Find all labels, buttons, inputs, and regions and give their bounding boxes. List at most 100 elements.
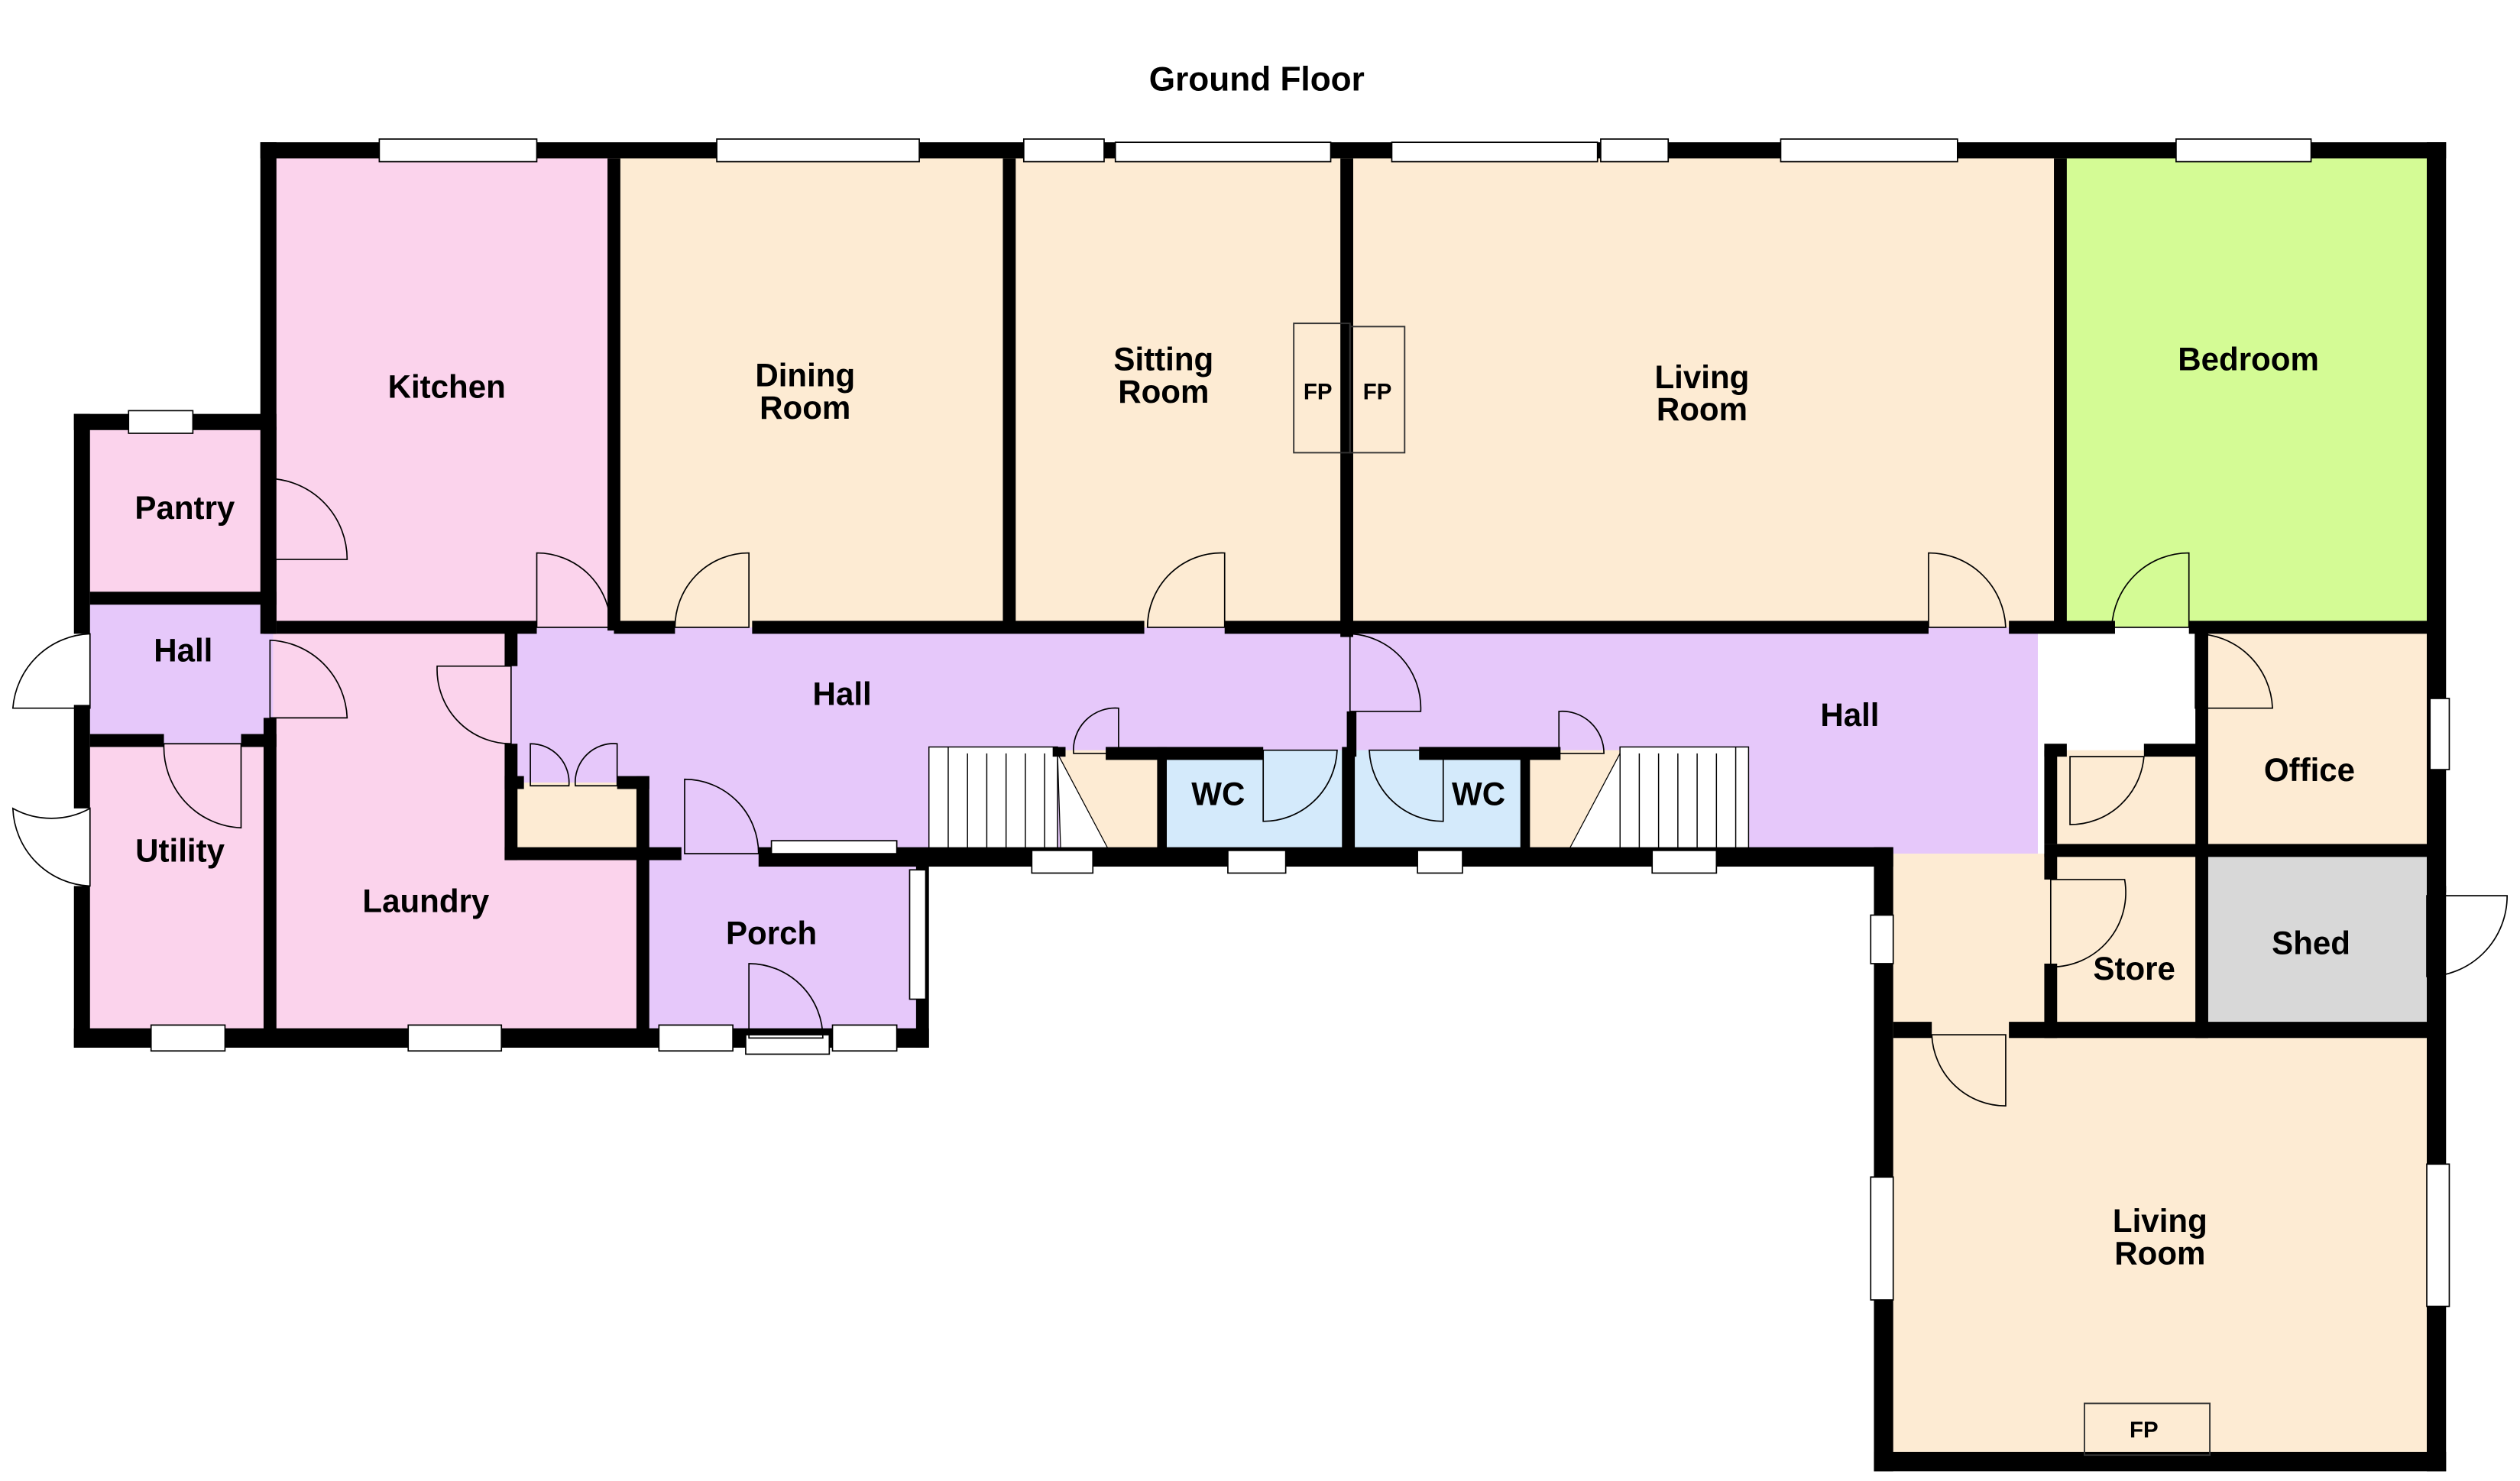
front-door	[748, 963, 824, 1039]
wc-1-door	[1262, 749, 1338, 822]
bedroom-label: Bedroom	[2178, 341, 2319, 377]
hall-east-label: Hall	[1820, 697, 1879, 733]
staircase-east	[1567, 746, 1750, 851]
hall-main-label: Hall	[813, 676, 872, 711]
stair-window-2	[1651, 850, 1718, 874]
office-door	[2194, 633, 2273, 709]
store-fill	[2050, 854, 2202, 1032]
kitchen-fill	[273, 155, 614, 627]
living-window	[1780, 138, 1958, 163]
fp-lower-living-label: FP	[2130, 1418, 2159, 1443]
laundry-door	[436, 665, 512, 745]
staircase-west	[928, 746, 1110, 851]
sitting-door	[1146, 552, 1226, 628]
wc-1-fill	[1160, 750, 1347, 851]
fp-living-label: FP	[1363, 380, 1392, 405]
hall-cupboard-fill	[2050, 750, 2202, 854]
living-lower-window-east	[2426, 1163, 2450, 1308]
living-main-label-2: Room	[1657, 391, 1747, 427]
dining-label-2: Room	[760, 390, 850, 426]
porch-window-side	[909, 869, 927, 1000]
living-main-label-1: Living	[1654, 359, 1749, 395]
stair-window-1	[1031, 850, 1094, 874]
living-lower-window-west	[1870, 1176, 1894, 1301]
wc-window-2	[1417, 850, 1463, 874]
room-fills	[89, 155, 2434, 1459]
porch-window-2	[831, 1024, 898, 1052]
hall-west-fill	[89, 601, 274, 744]
stair-cupboard-2-door	[1558, 710, 1605, 754]
office-label: Office	[2264, 752, 2355, 788]
wc-2-door	[1369, 749, 1444, 822]
pantry-fill	[89, 426, 274, 602]
living-lower-label-1: Living	[2113, 1203, 2207, 1239]
floor-title: Ground Floor	[1149, 60, 1365, 98]
hall-west-kitchen-door	[269, 639, 348, 719]
windows	[128, 138, 2450, 1308]
utility-hall-door	[163, 743, 242, 829]
utility-label: Utility	[135, 833, 225, 869]
utility-fill	[89, 744, 274, 1035]
wc-2-fill	[1349, 750, 1527, 851]
bedroom-door	[2110, 552, 2190, 628]
living-lower-door	[1931, 1034, 2007, 1107]
fireplace-lower-living	[2084, 1402, 2211, 1457]
living-door	[1928, 552, 2007, 628]
porch-label: Porch	[726, 915, 817, 951]
hall-west-label: Hall	[154, 632, 212, 668]
pantry-window	[128, 410, 194, 434]
living-room-fill	[1346, 155, 2061, 627]
laundry-window	[407, 1024, 503, 1052]
wc-window-1	[1227, 850, 1287, 874]
cupboard-door-right	[574, 743, 618, 787]
porch-window-top	[770, 840, 898, 854]
hall-west-external-door	[11, 633, 91, 709]
stair-cupboard-1-door	[1073, 707, 1119, 754]
dining-label-1: Dining	[755, 358, 855, 394]
sitting-label-2: Room	[1118, 374, 1209, 410]
laundry-label: Laundry	[362, 883, 489, 919]
store-door	[2049, 879, 2126, 968]
sitting-window-small	[1022, 138, 1105, 163]
wc-2-label: WC	[1452, 776, 1505, 812]
shed-external-door	[2426, 895, 2509, 977]
living-french-window	[1391, 141, 1598, 163]
utility-window	[150, 1024, 226, 1052]
sitting-room-fill	[1009, 155, 1347, 627]
hall-cupboard-door	[2069, 756, 2145, 825]
cupboard-door-left	[530, 743, 570, 787]
lobby-fill	[1890, 854, 2051, 1032]
wc-1-label: WC	[1191, 776, 1245, 812]
porch-fill	[646, 854, 920, 1035]
shed-fill	[2201, 854, 2434, 1032]
living-lower-label-2: Room	[2114, 1235, 2205, 1271]
living-lower-fill	[1890, 1031, 2434, 1459]
shed-label: Shed	[2272, 925, 2350, 961]
fireplaces: FP FP FP	[1293, 322, 2211, 1457]
utility-external-door	[11, 807, 91, 887]
fp-sitting-label: FP	[1304, 380, 1333, 405]
room-labels: Kitchen Dining Room Sitting Room Living …	[134, 341, 2355, 1271]
porch-inner-door	[684, 778, 760, 854]
living-window-small	[1600, 138, 1670, 163]
sitting-label-1: Sitting	[1113, 341, 1213, 377]
pantry-label: Pantry	[134, 490, 235, 526]
doors	[11, 478, 2509, 1107]
hall-divider-door	[1349, 633, 1422, 712]
pantry-door	[269, 478, 348, 560]
store-label: Store	[2093, 951, 2175, 987]
fireplace-living	[1349, 326, 1406, 454]
lobby-window	[1870, 914, 1894, 964]
kitchen-window	[378, 138, 538, 163]
office-window	[2429, 698, 2450, 770]
office-fill	[2201, 627, 2434, 854]
bedroom-window	[2175, 138, 2312, 163]
dining-window	[716, 138, 920, 163]
kitchen-hall-door	[536, 552, 612, 628]
bedroom-fill	[2060, 155, 2434, 627]
dining-door	[674, 552, 750, 628]
sitting-french-window	[1114, 141, 1332, 163]
dining-room-fill	[614, 155, 1009, 627]
cupboard-fill	[510, 783, 643, 854]
